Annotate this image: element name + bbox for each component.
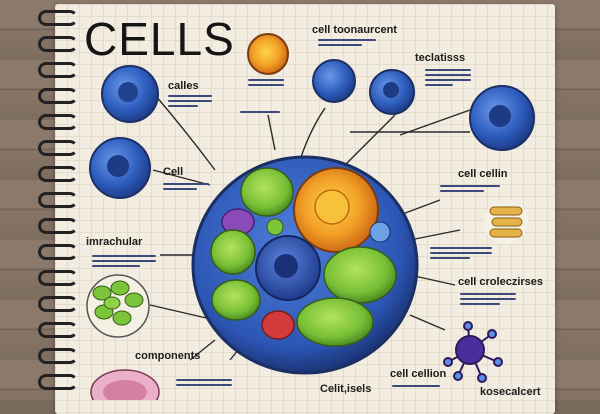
small-blue-cell-right [469, 85, 535, 151]
label-right-mid-subtext [460, 290, 516, 308]
pink-organelle [90, 369, 160, 400]
orange-cell-top [247, 33, 289, 75]
label-bottom-left-subtext [176, 376, 232, 389]
label-left-lower: imrachular [86, 236, 143, 248]
label-top-right-subtext [425, 66, 471, 89]
label-bottom-far-right: kosecalcert [480, 386, 541, 398]
purple-molecule [443, 321, 503, 383]
notebook-spiral-binding [38, 10, 78, 400]
label-left-mid: Cell [163, 166, 184, 178]
mitochondria-rods [484, 200, 528, 244]
small-blue-cell-top [312, 59, 356, 103]
small-blue-cell-left-mid [89, 137, 151, 199]
label-top-center-subtext [318, 36, 376, 49]
label-left-upper-subtext [168, 92, 212, 110]
label-right-upper-subtext [430, 244, 492, 262]
orange-cell-caption [248, 76, 284, 89]
label-bottom-right: cell cellion [390, 368, 447, 380]
label-bottom-center: Celit,isels [320, 383, 372, 395]
label-left-mid-subtext [163, 180, 209, 193]
label-bottom-right-subtext [392, 382, 440, 390]
label-mid-right: cell cellin [458, 168, 508, 180]
small-blue-cell-top-right [369, 69, 415, 115]
small-blue-cell-left-top [101, 65, 159, 123]
chloroplast-cluster [86, 274, 150, 338]
label-left-upper: calles [168, 80, 199, 92]
central-caption [240, 108, 280, 116]
label-top-center: cell toonaurcent [312, 24, 397, 36]
label-mid-right-subtext [440, 182, 500, 195]
label-left-lower-subtext [92, 252, 156, 270]
cell-diagram-illustration [86, 33, 535, 400]
label-right-mid: cell croleczirses [458, 276, 544, 288]
central-cell [191, 155, 419, 375]
label-bottom-left: components [135, 350, 201, 362]
page-title: CELLS [84, 13, 235, 65]
label-top-right: teclatisss [415, 52, 466, 64]
